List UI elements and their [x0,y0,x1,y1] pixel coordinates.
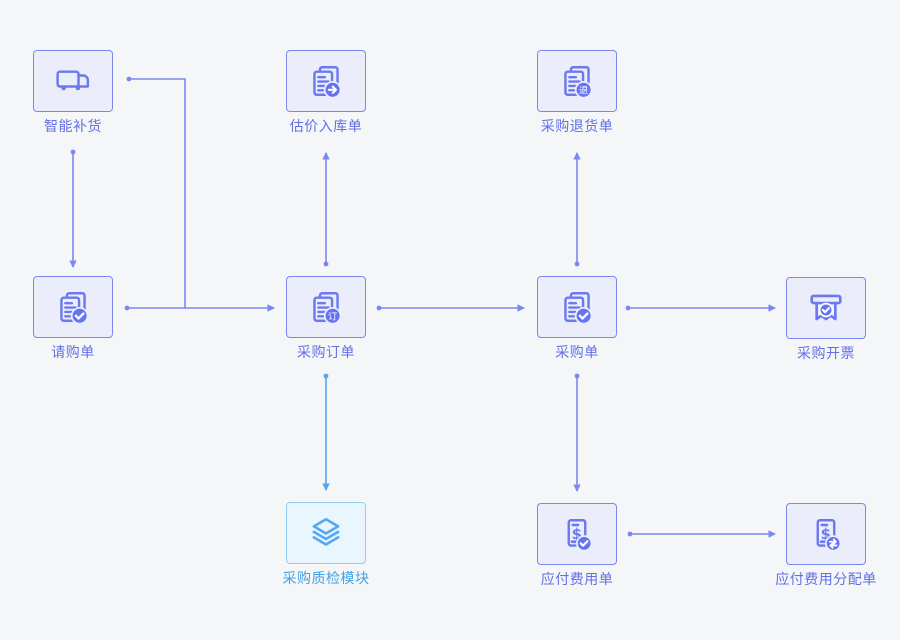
doc-check-icon [51,285,95,329]
node-label: 估价入库单 [289,118,363,134]
doc-badge-icon: 订 [304,285,348,329]
doc-badge-icon: 退 [555,59,599,103]
node-card[interactable] [286,50,366,112]
node-label: 应付费用分配单 [775,571,877,587]
node-card[interactable]: $ [786,503,866,565]
connector-requisition-to-smart-replenish [126,76,186,308]
doc-arrow-icon [304,59,348,103]
doc-check-icon [555,285,599,329]
svg-text:订: 订 [328,311,337,322]
node-label: 智能补货 [44,118,102,134]
node-card[interactable] [286,502,366,564]
truck-icon [51,59,95,103]
bill-check-icon: $ [555,512,599,556]
node-label: 采购单 [555,344,599,360]
node-card[interactable]: 退 [537,50,617,112]
ticket-check-icon [804,286,848,330]
node-label: 采购开票 [797,345,855,361]
layers-icon [304,511,348,555]
node-card[interactable] [33,50,113,112]
node-card[interactable] [786,277,866,339]
node-label: 采购质检模块 [282,570,370,586]
bill-transfer-icon: $ [804,512,848,556]
svg-text:退: 退 [579,85,588,96]
node-label: 应付费用单 [540,571,614,587]
node-card[interactable] [33,276,113,338]
node-card[interactable]: 订 [286,276,366,338]
node-card[interactable] [537,276,617,338]
node-label: 采购退货单 [540,118,614,134]
svg-text:$: $ [821,525,831,543]
node-card[interactable]: $ [537,503,617,565]
node-label: 采购订单 [297,344,355,360]
svg-text:$: $ [572,525,582,543]
node-label: 请购单 [51,344,95,360]
